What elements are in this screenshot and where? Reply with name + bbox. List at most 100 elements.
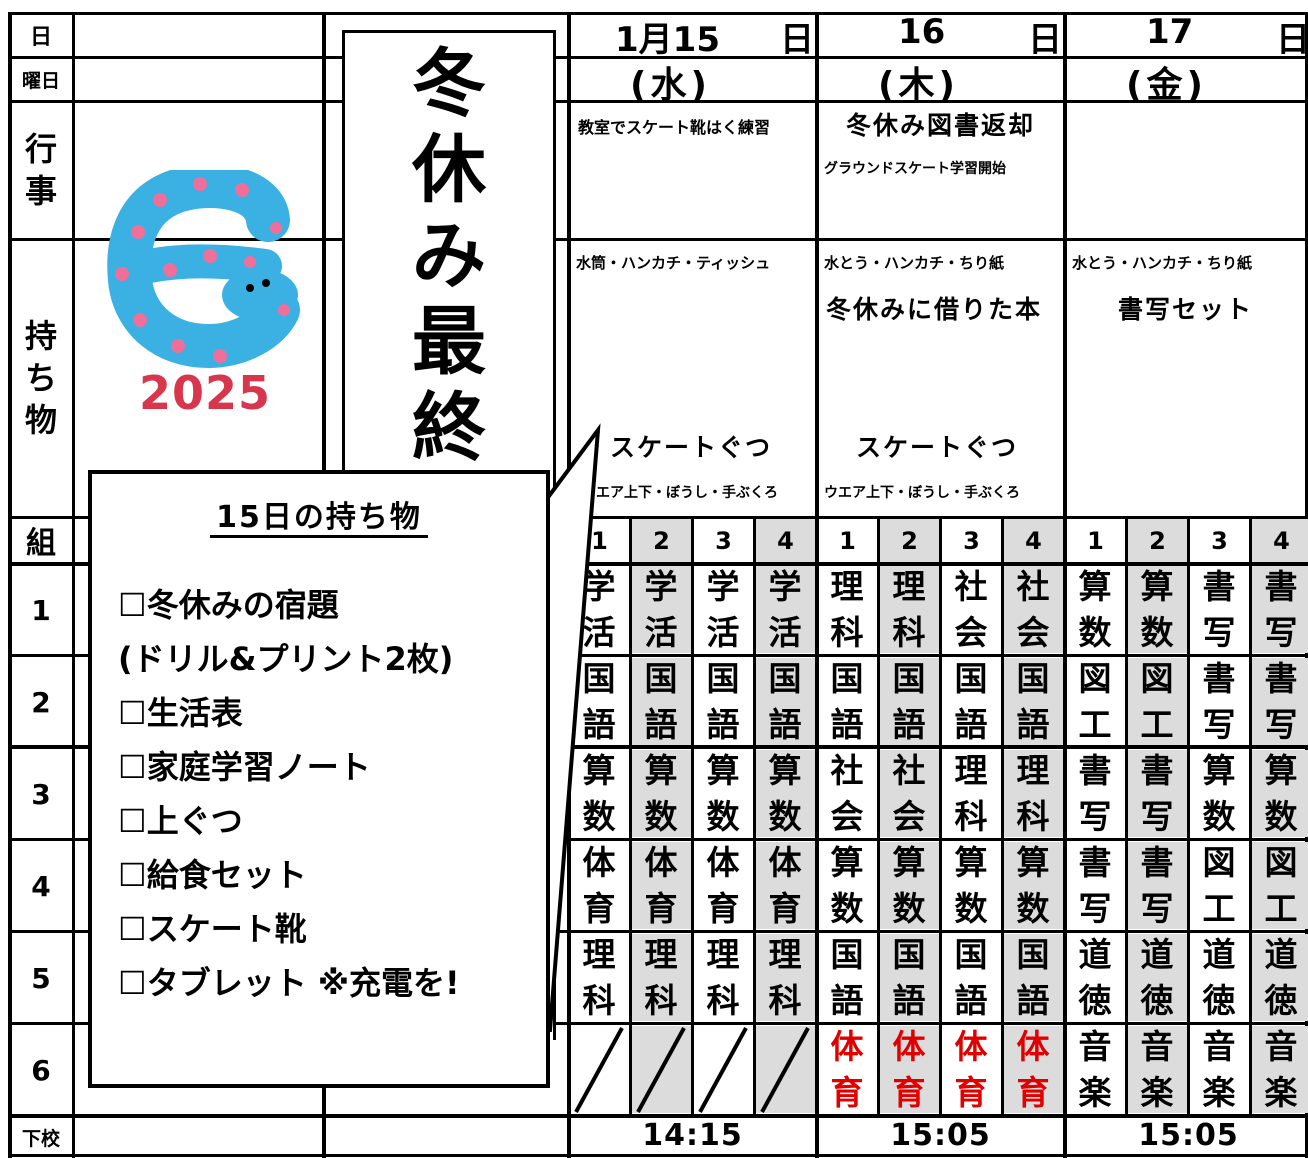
subject-char: 理: [892, 566, 927, 606]
event-text: 教室でスケート靴はく練習: [578, 118, 771, 137]
subject-char: 数: [892, 888, 927, 928]
subject-cell: [694, 1026, 753, 1113]
subject-char: 社: [954, 566, 989, 606]
subject-char: 算: [582, 750, 617, 790]
subject-char: 科: [1016, 796, 1051, 836]
weekday: (金): [1126, 65, 1207, 106]
no-class-slash: [636, 1027, 686, 1113]
subject-cell: 体育: [632, 842, 691, 929]
subject-cell: 算数: [818, 842, 877, 929]
subject-char: 算: [706, 750, 741, 790]
subject-char: 道: [1140, 934, 1175, 974]
logo-year: 2025: [138, 366, 272, 420]
grid-line-h: [8, 746, 1308, 749]
subject-char: 育: [892, 1072, 927, 1112]
class-divider: [1001, 516, 1004, 1116]
subject-char: 工: [1202, 888, 1237, 928]
subject-cell: [632, 1026, 691, 1113]
class-number: 1: [839, 526, 856, 555]
subject-char: 科: [644, 980, 679, 1020]
subject-cell: 算数: [1190, 750, 1249, 837]
subject-char: 体: [892, 1026, 927, 1066]
subject-char: 科: [830, 612, 865, 652]
subject-cell: 算数: [1252, 750, 1308, 837]
grid-line-v: [8, 12, 12, 1158]
subject-char: 工: [1140, 704, 1175, 744]
subject-cell: 算数: [694, 750, 753, 837]
subject-cell: 書写: [1252, 658, 1308, 745]
class-divider: [1249, 516, 1252, 1116]
subject-char: 国: [1016, 934, 1051, 974]
subject-char: 数: [1202, 796, 1237, 836]
class-divider: [691, 516, 694, 1116]
subject-cell: 音楽: [1252, 1026, 1308, 1113]
subject-char: 国: [830, 658, 865, 698]
skate-gear-note: エア上下・ぼうし・手ぶくろ: [596, 485, 778, 501]
period-number: 6: [31, 1053, 51, 1087]
class-divider: [1187, 516, 1190, 1116]
subject-cell: 書写: [1128, 750, 1187, 837]
items-main: 冬休みに借りた本: [826, 295, 1043, 324]
subject-cell: 道徳: [1190, 934, 1249, 1021]
class-number: 4: [1004, 519, 1063, 562]
grid-line-h: [8, 100, 1308, 103]
subject-cell: 体育: [570, 842, 629, 929]
grid-line-h: [8, 1114, 1308, 1118]
subject-char: 徳: [1078, 980, 1113, 1020]
subject-cell: 理科: [1004, 750, 1063, 837]
subject-cell: 図工: [1252, 842, 1308, 929]
subject-char: 活: [644, 612, 679, 652]
skate-shoes: スケートぐつ: [610, 433, 773, 462]
subject-char: 算: [1202, 750, 1237, 790]
subject-cell: [756, 1026, 815, 1113]
subject-cell: 算数: [570, 750, 629, 837]
subject-cell: 図工: [1066, 658, 1125, 745]
subject-char: 理: [644, 934, 679, 974]
subject-char: 理: [768, 934, 803, 974]
subject-char: 育: [768, 888, 803, 928]
subject-cell: 国語: [1004, 934, 1063, 1021]
subject-char: 図: [1140, 658, 1175, 698]
subject-char: 数: [830, 888, 865, 928]
subject-char: 語: [1016, 980, 1051, 1020]
class-number: 3: [715, 526, 732, 555]
subject-cell: 算数: [942, 842, 1001, 929]
subject-cell: 書写: [1128, 842, 1187, 929]
subject-cell: 図工: [1190, 842, 1249, 929]
grid-line-v: [72, 12, 75, 1158]
subject-cell: [570, 1026, 629, 1113]
subject-cell: 国語: [818, 658, 877, 745]
label-dismissal: 下校: [21, 1127, 60, 1150]
subject-char: 算: [954, 842, 989, 882]
subject-cell: 書写: [1252, 566, 1308, 653]
callout-item: ☐タブレット ※充電を!: [118, 964, 460, 1002]
subject-char: 科: [582, 980, 617, 1020]
subject-cell: 学活: [756, 566, 815, 653]
subject-char: 音: [1078, 1026, 1113, 1066]
subject-cell: 国語: [880, 658, 939, 745]
subject-cell: 算数: [1128, 566, 1187, 653]
weekday: (木): [878, 65, 959, 106]
period-number: 1: [31, 593, 51, 627]
grid-line-h: [8, 654, 1308, 657]
subject-char: 算: [1264, 750, 1299, 790]
subject-char: 数: [582, 796, 617, 836]
label-belongings: 持 ち 物: [24, 317, 57, 439]
subject-cell: 音楽: [1190, 1026, 1249, 1113]
callout-item: ☐生活表: [118, 694, 243, 732]
subject-char: 楽: [1078, 1072, 1113, 1112]
subject-char: 書: [1078, 750, 1113, 790]
subject-char: 育: [954, 1072, 989, 1112]
subject-cell: 体育: [818, 1026, 877, 1113]
period-number: 3: [31, 777, 51, 811]
subject-char: 語: [706, 704, 741, 744]
subject-cell: 国語: [570, 658, 629, 745]
subject-char: 語: [644, 704, 679, 744]
subject-char: 写: [1078, 888, 1113, 928]
grid-line-h: [8, 562, 1308, 566]
subject-char: 語: [582, 704, 617, 744]
callout-item: ☐スケート靴: [118, 910, 307, 948]
subject-char: 数: [768, 796, 803, 836]
subject-char: 国: [768, 658, 803, 698]
subject-cell: 算数: [1004, 842, 1063, 929]
